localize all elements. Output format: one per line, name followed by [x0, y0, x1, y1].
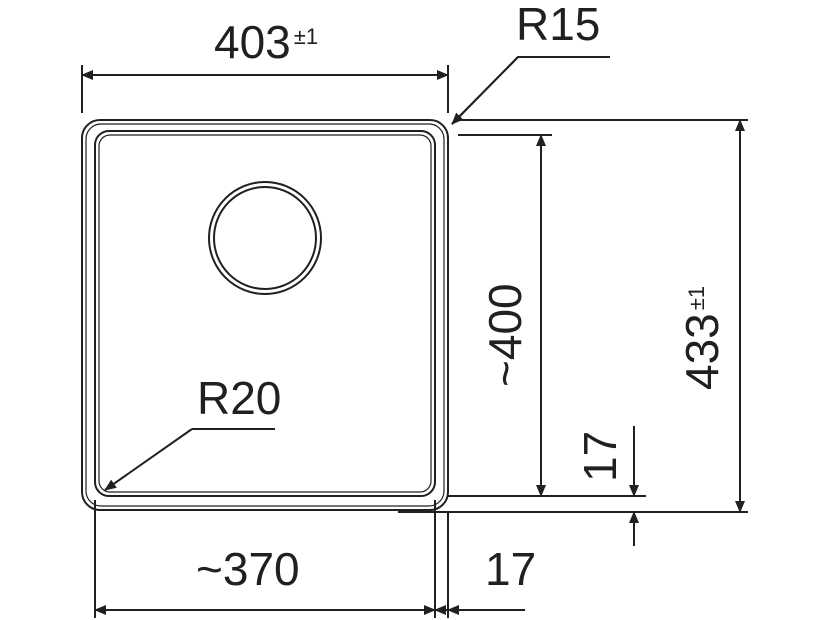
label-rim-bottom: 17 — [574, 431, 626, 482]
label-inner-height: ~400 — [479, 283, 531, 387]
label-corner-radius-inner: R20 — [197, 372, 281, 424]
sink-outer-outline — [81, 119, 449, 511]
label-outer-width: 403±1 — [214, 16, 318, 68]
label-outer-height: 433±1 — [676, 286, 728, 390]
drain-inner-circle — [213, 186, 317, 290]
sink-bowl-outline-inset — [98, 134, 432, 493]
leader-arrow-r20 — [104, 428, 193, 491]
sink-bowl-outline — [94, 130, 436, 497]
leader-line-r15 — [451, 56, 610, 125]
drain-outer-circle — [208, 181, 322, 295]
label-rim-right: 17 — [485, 543, 536, 595]
label-inner-width: ~370 — [196, 543, 300, 595]
sink-outer-outline-inset — [85, 123, 445, 507]
label-corner-radius-outer: R15 — [516, 0, 600, 50]
leader-arrow-r15 — [451, 56, 519, 125]
